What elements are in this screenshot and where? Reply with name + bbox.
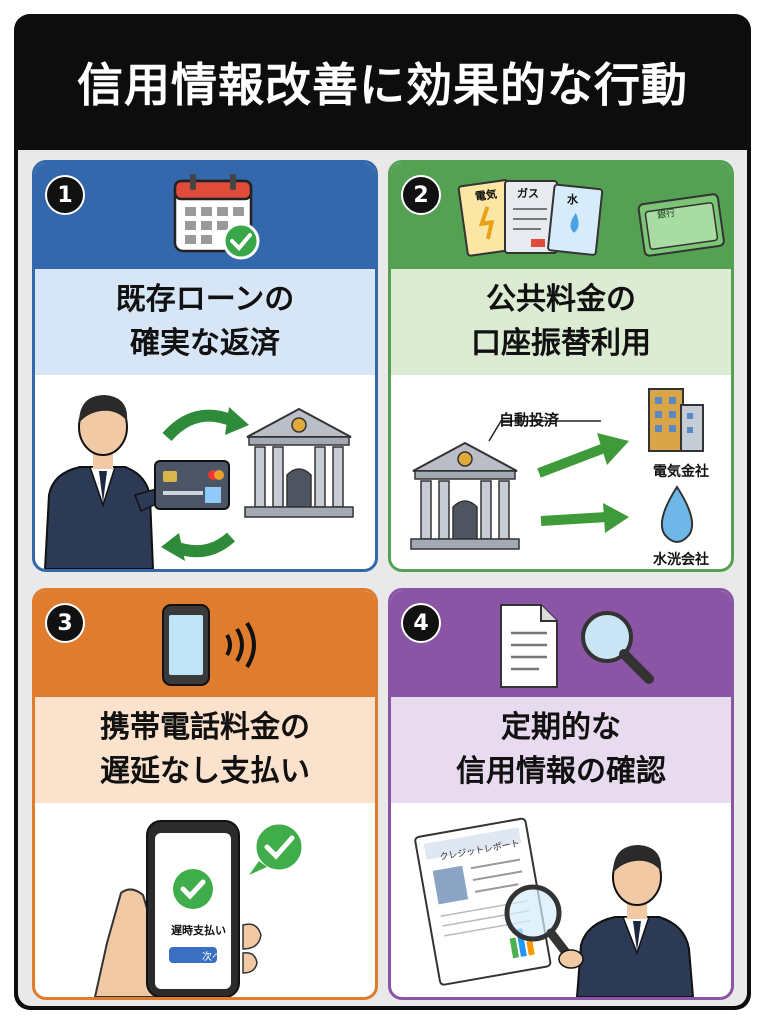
loan-repayment-illustration [43, 395, 354, 569]
step-number-badge: 2 [401, 175, 441, 215]
card-header: 1 [35, 163, 375, 269]
hand-icon [93, 888, 158, 997]
card-header: 2 電気 ガス 水 銀行 [391, 163, 731, 269]
phone-payment-illustration [93, 820, 305, 997]
office-building-icon [648, 388, 704, 452]
auto-debit-illustration [410, 388, 704, 550]
bill-label-water: 水 [567, 193, 578, 206]
card-title-line2: 口座振替利用 [471, 326, 651, 361]
card-title-line2: 遅延なし支払い [100, 754, 310, 789]
businessman-icon [558, 845, 695, 997]
card-title-line1: 公共料金の [486, 282, 636, 317]
card-title-band: 定期的な 信用情報の確認 [391, 697, 731, 803]
bill-label-electric: 電気 [474, 187, 498, 204]
bankbook-label: 銀行 [656, 208, 676, 222]
credit-report-document-icon [414, 817, 552, 986]
water-drop-icon [661, 485, 693, 543]
card-title-band: 公共料金の 口座振替利用 [391, 269, 731, 375]
credit-report-review-illustration [414, 817, 695, 997]
card-credit-report-check: 4 定期的な 信用情報の確認 [388, 588, 734, 1000]
credit-card-icon [154, 460, 230, 510]
smartphone-signal-icon [162, 604, 256, 686]
check-speech-bubble-icon [249, 821, 305, 875]
card-title-line1: 既存ローンの [115, 282, 295, 317]
bank-building-icon [410, 441, 520, 550]
phone-screen-text: 遅時支払い [171, 924, 226, 937]
step-number-badge: 1 [45, 175, 85, 215]
card-loan-repayment: 1 既存ローンの 確実な返済 [32, 160, 378, 572]
phone-next-button[interactable]: 次へ [202, 952, 222, 963]
water-company-label: 水洸会社 [653, 552, 709, 568]
card-title-line2: 信用情報の確認 [456, 754, 666, 789]
card-header: 4 [391, 591, 731, 697]
page-title: 信用情報改善に効果的な行動 [77, 58, 688, 112]
step-number-badge: 3 [45, 603, 85, 643]
calendar-check-icon [173, 174, 260, 260]
infographic-frame: 信用情報改善に効果的な行動 1 既存ローンの 確実な返済 [14, 14, 751, 1010]
businessman-icon [43, 395, 180, 569]
card-title-line1: 携帯電話料金の [100, 710, 310, 745]
step-number-badge: 4 [401, 603, 441, 643]
card-title-line2: 確実な返済 [130, 326, 280, 361]
bank-building-icon [244, 407, 354, 518]
card-header: 3 [35, 591, 375, 697]
card-title-band: 携帯電話料金の 遅延なし支払い [35, 697, 375, 803]
card-utility-auto-debit: 2 電気 ガス 水 銀行 [388, 160, 734, 572]
card-phone-payment: 3 携帯電話料金の 遅延なし支払い [32, 588, 378, 1000]
bill-label-gas: ガス [517, 187, 539, 200]
auto-payment-label: 自動投済 [499, 411, 560, 429]
card-title-band: 既存ローンの 確実な返済 [35, 269, 375, 375]
title-bar: 信用情報改善に効果的な行動 [14, 14, 751, 150]
utility-bills-icon [457, 179, 725, 257]
card-title-line1: 定期的な [501, 710, 621, 745]
document-magnifier-icon [500, 604, 654, 688]
electric-company-label: 電気金社 [653, 464, 709, 480]
